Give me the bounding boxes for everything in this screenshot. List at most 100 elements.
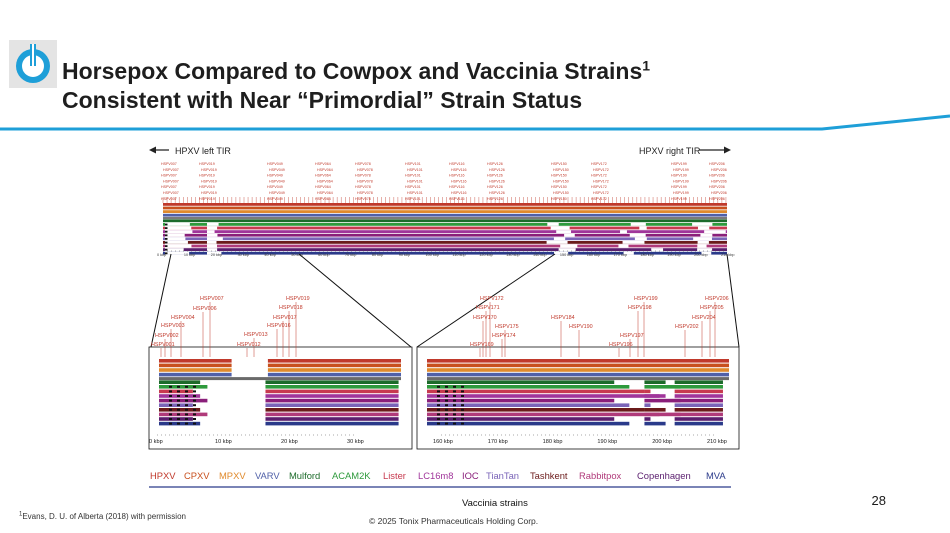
title-line-1: Horsepox Compared to Cowpox and Vaccinia… <box>62 57 651 84</box>
top-gene-label: HSPV126 <box>487 185 503 189</box>
top-gene-label: HSPV078 <box>357 179 373 183</box>
deletion-mark <box>193 404 196 407</box>
footnote: 1Evans, D. U. of Alberta (2018) with per… <box>19 511 186 521</box>
top-gene-label: HSPV019 <box>199 162 215 166</box>
deletion-gap <box>560 244 578 248</box>
top-gene-label: HSPV116 <box>449 185 465 189</box>
top-gene-label: HSPV078 <box>357 191 373 195</box>
deletion-mark <box>445 404 448 407</box>
top-axis-tick-label: 180 kbp <box>640 253 654 257</box>
top-gene-label: HSPV172 <box>593 168 609 172</box>
deletion-mark <box>453 408 456 411</box>
top-gene-label: HSPV064 <box>315 174 331 178</box>
left-zoom-gene-label: HSPV003 <box>161 323 185 329</box>
deletion-mark <box>193 395 196 397</box>
top-gene-label: HSPV064 <box>317 179 333 183</box>
legend-item-varv: VARV <box>255 470 280 481</box>
deletion-mark <box>177 385 180 388</box>
deletion-gap <box>693 237 712 241</box>
deletion-mark <box>453 385 456 388</box>
top-axis-tick-label: 70 kbp <box>345 253 356 257</box>
deletion-mark <box>461 408 464 411</box>
top-gene-label: HSPV049 <box>267 185 283 189</box>
zoom-alignment-segment <box>265 403 399 407</box>
deletion-mark <box>445 399 448 402</box>
zoom-alignment-segment <box>265 408 399 412</box>
zoom-alignment-segment <box>265 389 399 394</box>
left-tir-label: HPXV left TIR <box>175 146 231 156</box>
deletion-mark <box>185 395 188 397</box>
deletion-gap <box>547 223 559 226</box>
right-zoom-gene-label: HSPV204 <box>692 315 716 321</box>
right-zoom-gene-label: HSPV184 <box>551 315 575 321</box>
deletion-mark <box>445 418 448 420</box>
zoom-alignment-segment <box>159 368 232 372</box>
zoom-alignment-segment <box>427 412 660 417</box>
top-gene-label: HSPV101 <box>405 197 421 201</box>
deletion-mark <box>169 395 172 397</box>
right-zoom-gene-label: HSPV175 <box>495 324 519 330</box>
deletion-mark <box>453 413 456 416</box>
deletion-mark <box>193 399 196 402</box>
top-gene-label: HSPV199 <box>673 179 689 183</box>
deletion-mark <box>453 418 456 420</box>
top-gene-label: HSPV007 <box>161 174 177 178</box>
zoom-alignment-segment <box>644 417 651 421</box>
zoom-alignment-segment <box>427 385 630 389</box>
deletion-gap <box>207 241 217 244</box>
deletion-gap <box>620 230 627 233</box>
deletion-mark <box>461 399 464 402</box>
zoom-alignment-segment <box>427 398 615 403</box>
alignment-row <box>163 248 727 251</box>
deletion-mark <box>461 413 464 416</box>
deletion-mark <box>177 418 180 420</box>
deletion-gap <box>701 251 712 255</box>
zoom-alignment-segment <box>265 380 399 384</box>
deletion-gap <box>651 248 664 251</box>
left-zoom-gene-label: HSPV004 <box>171 315 195 321</box>
deletion-gap <box>697 248 713 251</box>
deletion-mark <box>437 418 440 420</box>
right-zoom-alignment <box>427 359 729 426</box>
deletion-mark <box>437 413 440 416</box>
zoom-alignment-segment <box>674 417 723 421</box>
right-zoom-gene-label: HSPV196 <box>609 342 633 348</box>
top-gene-label: HSPV150 <box>553 191 569 195</box>
deletion-gap <box>165 241 188 244</box>
zoom-axis-tick-label: 10 kbp <box>215 439 232 445</box>
zoom-alignment-segment <box>159 389 193 394</box>
deletion-mark <box>169 408 172 411</box>
right-zoom-gene-label: HSPV174 <box>492 333 516 339</box>
deletion-gap <box>165 233 185 237</box>
deletion-gap <box>697 226 710 230</box>
top-gene-label: HSPV049 <box>269 191 285 195</box>
zoom-alignment-segment <box>427 363 729 368</box>
top-gene-label: HSPV007 <box>163 168 179 172</box>
deletion-mark <box>193 418 196 420</box>
top-gene-label: HSPV078 <box>355 185 371 189</box>
right-zoom-gene-label: HSPV190 <box>569 324 593 330</box>
left-zoom-gene-label: HSPV013 <box>244 332 268 338</box>
right-zoom-gene-label: HSPV199 <box>634 296 658 302</box>
zoom-alignment-segment <box>674 380 723 384</box>
deletion-gap <box>550 226 570 230</box>
alignment-row <box>163 237 727 241</box>
deletion-mark <box>177 404 180 407</box>
alignment-row <box>163 223 727 226</box>
zoom-alignment-segment <box>644 403 651 407</box>
deletion-gap <box>556 230 572 233</box>
zoom-alignment-segment <box>674 389 723 394</box>
deletion-mark <box>177 413 180 416</box>
zoom-separator <box>159 377 401 381</box>
deletion-mark <box>437 390 440 393</box>
top-gene-label: HSPV019 <box>201 191 217 195</box>
top-gene-label: HSPV150 <box>551 185 567 189</box>
deletion-mark <box>185 413 188 416</box>
zoom-alignment-segment <box>644 380 666 384</box>
deletion-mark <box>185 385 188 388</box>
deletion-mark <box>169 422 172 425</box>
legend-item-copenhagen: Copenhagen <box>637 470 691 481</box>
deletion-mark <box>461 422 464 425</box>
deletion-mark <box>177 390 180 393</box>
